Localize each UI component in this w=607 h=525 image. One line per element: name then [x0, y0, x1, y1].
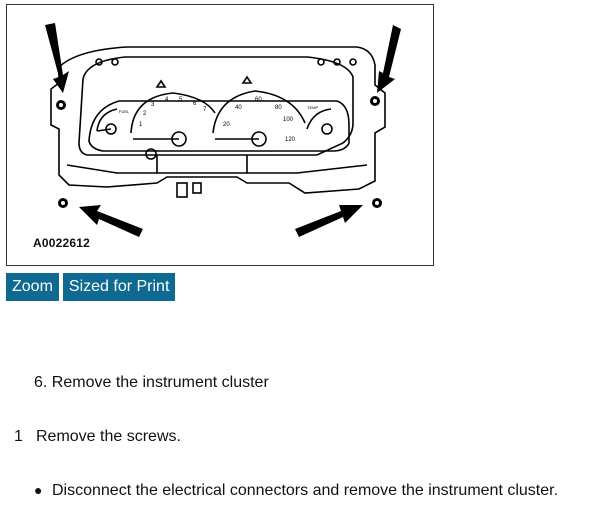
cluster-bezel — [78, 56, 354, 156]
zoom-button[interactable]: Zoom — [6, 273, 59, 301]
screw-top-left — [56, 100, 66, 110]
mount-hole — [95, 58, 103, 66]
screw-bottom-right — [372, 198, 382, 208]
gauge-window — [88, 100, 350, 152]
arrow-bottom-left — [79, 205, 143, 237]
arrow-top-right — [377, 25, 401, 93]
rpm-tick-label: 6 — [193, 101, 197, 107]
screw-top-right — [370, 96, 380, 106]
rpm-tick-label: 7 — [203, 107, 207, 113]
connector-tab — [176, 182, 188, 198]
cluster-housing — [50, 46, 386, 194]
sized-for-print-button[interactable]: Sized for Print — [62, 273, 176, 301]
fuel-gauge — [96, 108, 118, 135]
speed-tick-label: 120 — [285, 137, 296, 143]
arrow-bottom-right — [295, 205, 363, 237]
instrument-cluster-diagram: 1 2 3 4 5 6 7 20 40 60 80 100 120 FUEL T… — [45, 23, 401, 237]
bullet-icon: ● — [34, 482, 43, 498]
tachometer-gauge — [130, 92, 216, 147]
figure-frame: 1 2 3 4 5 6 7 20 40 60 80 100 120 FUEL T… — [6, 4, 434, 266]
speed-tick-label: 20 — [223, 122, 230, 128]
arrow-top-left — [45, 23, 69, 93]
temp-label: TEMP — [307, 105, 318, 110]
rpm-tick-label: 3 — [151, 102, 155, 108]
bullet-text: Disconnect the electrical connectors and… — [52, 482, 559, 499]
step-title: 6. Remove the instrument cluster — [34, 374, 269, 391]
sub-step: 1 Remove the screws. — [14, 428, 181, 446]
speed-tick-label: 100 — [283, 117, 294, 123]
figure-id-label: A0022612 — [33, 236, 90, 250]
temp-gauge — [306, 108, 333, 135]
rpm-tick-label: 2 — [143, 111, 147, 117]
rpm-tick-label: 1 — [139, 122, 143, 128]
trip-knob — [145, 148, 157, 160]
speed-tick-label: 60 — [255, 97, 262, 103]
speed-tick-label: 40 — [235, 105, 242, 111]
rpm-tick-label: 5 — [179, 97, 183, 103]
sub-step-text: Remove the screws. — [36, 428, 181, 445]
speed-tick-label: 80 — [275, 105, 282, 111]
bullet-item: ● Disconnect the electrical connectors an… — [34, 482, 558, 500]
sub-step-number: 1 — [14, 428, 23, 445]
screw-bottom-left — [58, 198, 68, 208]
speedometer-gauge — [155, 75, 306, 147]
figure-actions: Zoom Sized for Print — [6, 273, 176, 301]
fuel-label: FUEL — [119, 109, 130, 114]
lower-panel — [156, 155, 248, 174]
rpm-tick-label: 4 — [165, 97, 169, 103]
